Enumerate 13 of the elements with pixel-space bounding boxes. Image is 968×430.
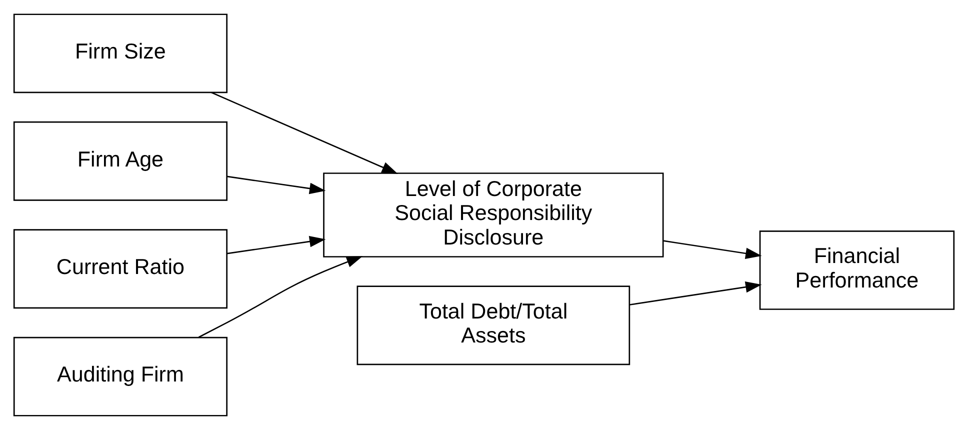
arrow — [226, 236, 326, 254]
node-box: Total Debt/Total Assets — [356, 286, 630, 366]
node-box: Financial Performance — [759, 230, 955, 310]
node-box: Level of Corporate Social Responsibility Disclosure — [323, 172, 664, 258]
node-box: Auditing Firm — [13, 336, 228, 416]
arrow — [226, 176, 326, 194]
node-box: Firm Size — [13, 14, 228, 94]
arrow — [663, 240, 762, 259]
node-box: Current Ratio — [13, 229, 228, 309]
arrow — [211, 92, 398, 174]
node-box: Firm Age — [13, 121, 228, 201]
arrow — [630, 281, 762, 306]
arrow — [198, 256, 363, 338]
